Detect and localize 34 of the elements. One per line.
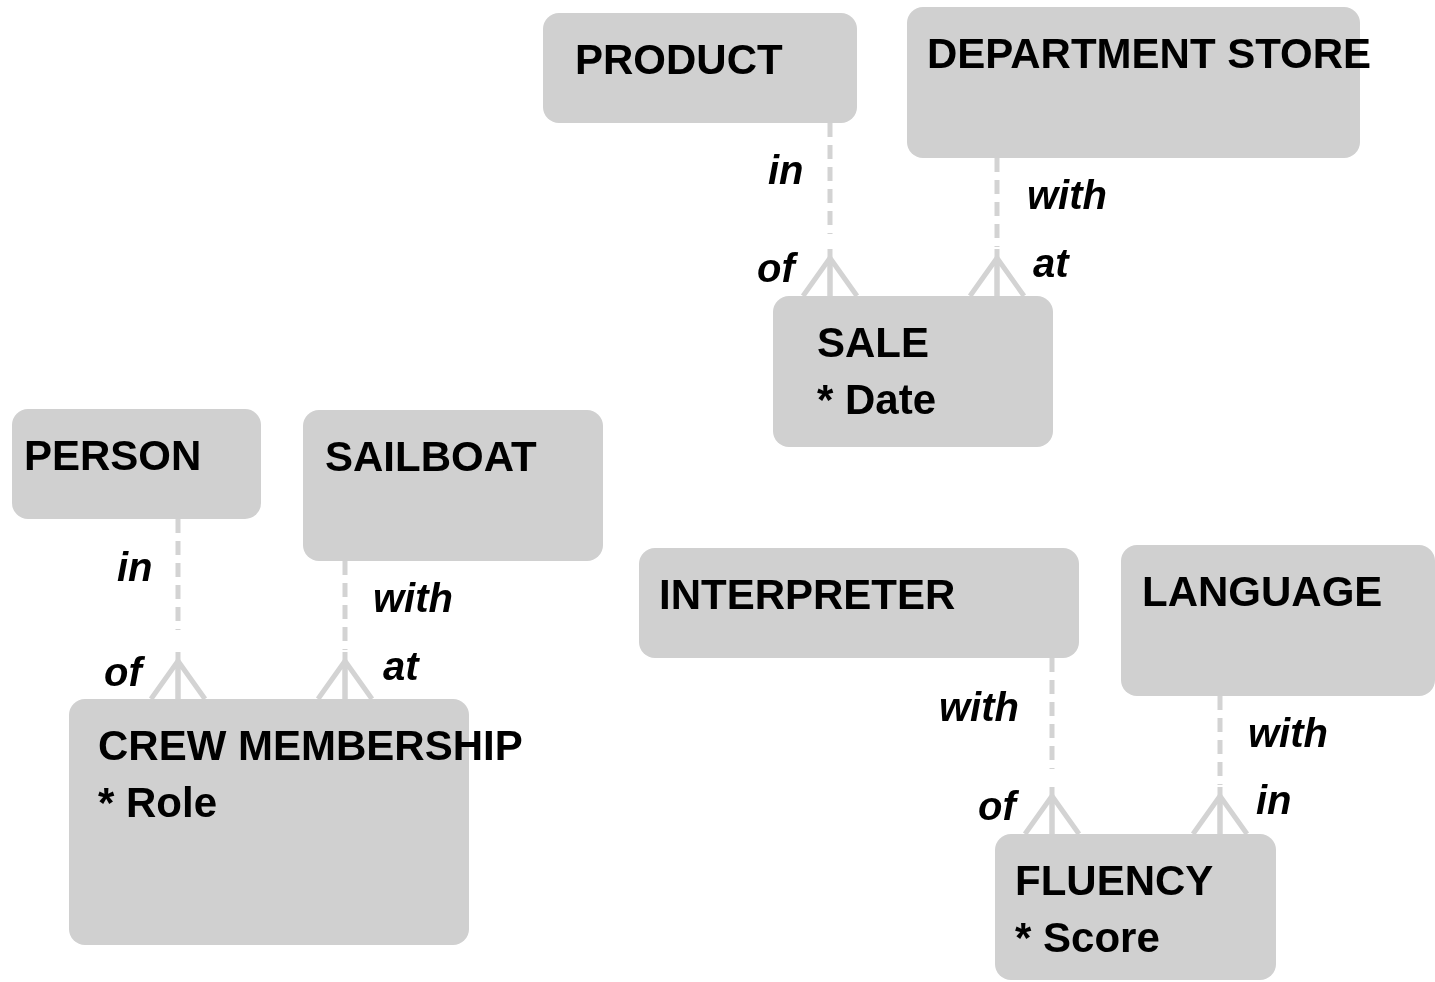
relationship-label: with xyxy=(373,575,453,621)
relationship-line xyxy=(148,519,208,702)
entity-name: FLUENCY xyxy=(1015,856,1214,906)
entity-name: SALE xyxy=(817,318,929,368)
relationship-label: with xyxy=(1027,172,1107,218)
entity-name: PERSON xyxy=(24,431,202,481)
relationship-label: in xyxy=(768,147,804,193)
attribute-text: * Score xyxy=(1015,913,1160,963)
entity-box xyxy=(773,296,1053,447)
relationship-label: at xyxy=(383,643,419,689)
entity-name: INTERPRETER xyxy=(659,570,956,620)
entity-box xyxy=(12,409,261,519)
relationship-line xyxy=(1190,696,1250,837)
entity-name: PRODUCT xyxy=(575,35,783,85)
relationship-label: in xyxy=(117,544,153,590)
relationship-label: with xyxy=(939,684,1019,730)
entity-box xyxy=(303,410,603,561)
entity-box xyxy=(1121,545,1435,696)
relationship-line xyxy=(315,561,375,702)
relationship-label: with xyxy=(1248,710,1328,756)
entity-name: LANGUAGE xyxy=(1142,567,1383,617)
relationship-line xyxy=(967,158,1027,299)
attribute-text: * Role xyxy=(98,778,218,828)
entity-box xyxy=(543,13,857,123)
entity-name: SAILBOAT xyxy=(325,432,537,482)
entity-name: DEPARTMENT STORE xyxy=(927,29,1372,79)
relationship-line xyxy=(800,123,860,299)
attribute-text: * Date xyxy=(817,375,937,425)
entity-box xyxy=(639,548,1079,658)
relationship-label: at xyxy=(1033,240,1069,286)
entity-box xyxy=(995,834,1276,980)
entity-name: CREW MEMBERSHIP xyxy=(98,721,523,771)
relationship-line xyxy=(1022,658,1082,837)
relationship-label: in xyxy=(1256,777,1292,823)
